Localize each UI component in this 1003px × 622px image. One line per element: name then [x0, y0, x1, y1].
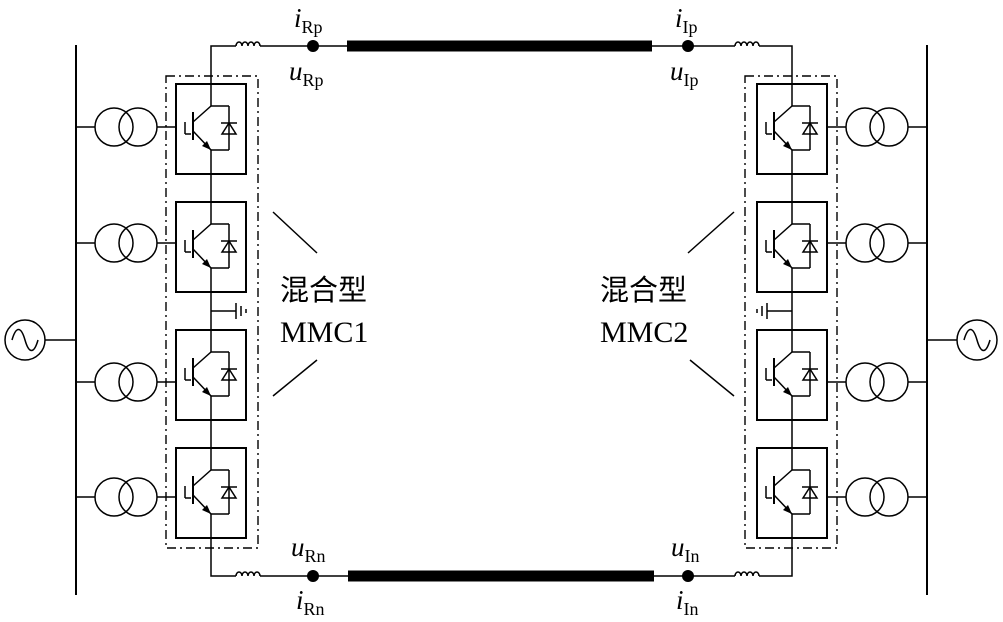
- mmc1-callout-line: [272, 359, 318, 397]
- igbt-submodule-icon: [756, 329, 828, 421]
- label-i-rn: iRn: [296, 585, 325, 619]
- inductor-icon: [235, 41, 313, 47]
- ac-source-icon: [4, 319, 46, 361]
- transformer-row: [76, 362, 176, 402]
- mmc1-label-line1: 混合型: [280, 273, 367, 307]
- node-rp: [307, 40, 319, 52]
- igbt-submodule-icon: [175, 447, 247, 539]
- inductor-icon: [235, 571, 313, 577]
- transformer-row: [827, 223, 927, 263]
- label-i-in: iIn: [676, 585, 699, 619]
- label-i-ip: iIp: [675, 3, 698, 37]
- label-i-rp: iRp: [294, 3, 323, 37]
- igbt-submodule-icon: [756, 201, 828, 293]
- igbt-submodule-icon: [756, 447, 828, 539]
- mmc2-enclosure: [744, 75, 838, 549]
- ac-source-icon: [956, 319, 998, 361]
- mmc1-arm-wiring: [210, 45, 236, 577]
- igbt-submodule-icon: [756, 83, 828, 175]
- mmc2-callout-line: [687, 211, 735, 254]
- mmc1-enclosure: [165, 75, 259, 549]
- transformer-row: [827, 477, 927, 517]
- node-rn: [307, 570, 319, 582]
- mmc2-callout-line: [689, 359, 735, 397]
- inductor-icon: [688, 41, 760, 47]
- mmc1-label-line2: MMC1: [280, 316, 368, 349]
- igbt-submodule-icon: [175, 201, 247, 293]
- label-u-in: uIn: [671, 532, 700, 566]
- ground-icon: [211, 303, 247, 319]
- transformer-row: [76, 477, 176, 517]
- inductor-icon: [688, 571, 760, 577]
- mmc2-label-line1: 混合型: [600, 273, 687, 307]
- transformer-row: [827, 107, 927, 147]
- igbt-submodule-icon: [175, 83, 247, 175]
- transformer-row: [827, 362, 927, 402]
- igbt-submodule-icon: [175, 329, 247, 421]
- label-u-rn: uRn: [291, 532, 326, 566]
- label-u-ip: uIp: [670, 56, 699, 90]
- transformer-row: [76, 107, 176, 147]
- transformer-row: [76, 223, 176, 263]
- mmc2-label-line2: MMC2: [600, 316, 688, 349]
- label-u-rp: uRp: [289, 56, 324, 90]
- mmc2-arm-wiring: [759, 45, 793, 577]
- ground-icon: [756, 303, 792, 319]
- mmc1-callout-line: [272, 211, 318, 254]
